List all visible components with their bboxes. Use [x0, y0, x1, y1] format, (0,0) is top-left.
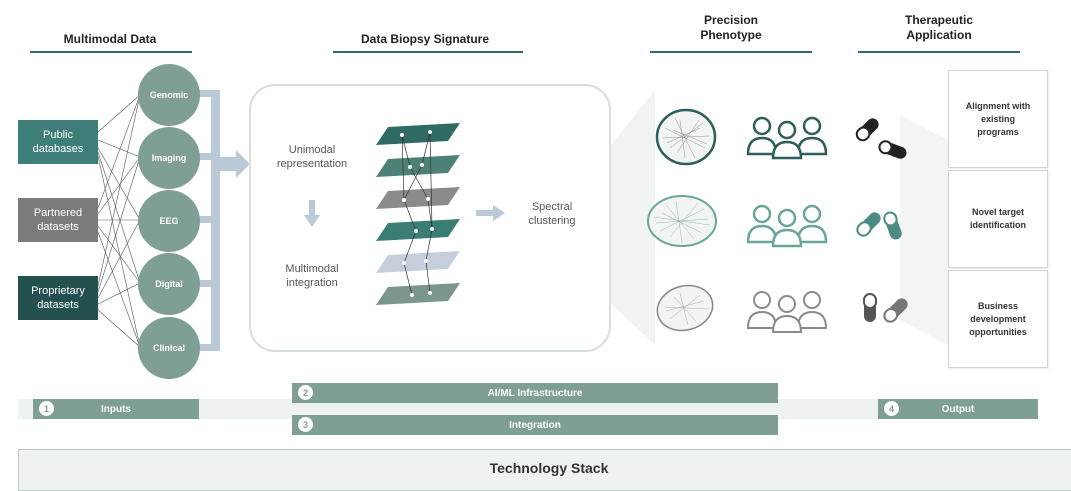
- network-layers: [376, 123, 460, 305]
- people-group-icon: [746, 204, 828, 248]
- source-partnered-datasets: Partnered datasets: [18, 198, 98, 242]
- phenotype-cluster-2: [647, 195, 717, 247]
- people-group-icon: [746, 116, 828, 160]
- modality-digital: Digital: [138, 253, 200, 315]
- ai-ml-infrastructure-label: AI/ML Infrastructure: [487, 387, 583, 399]
- header-underline: [858, 51, 1020, 53]
- phenotype-cluster-1: [655, 108, 717, 166]
- header-multimodal-data: Multimodal Data: [63, 32, 157, 46]
- unimodal-representation-label: Unimodal representation: [262, 143, 362, 171]
- header-data-biopsy-signature: Data Biopsy Signature: [360, 32, 490, 46]
- pill-icon: [855, 118, 907, 159]
- header-therapeutic-line1: Therapeutic: [904, 13, 973, 27]
- source-public-databases: Public databases: [18, 120, 98, 164]
- right-arrow-icon: [476, 205, 505, 221]
- phenotype-cluster-3: [656, 284, 714, 332]
- source-label: datasets: [37, 221, 79, 233]
- application-novel-target-identification: Novel target identification: [948, 170, 1048, 268]
- source-label: Proprietary: [31, 285, 85, 297]
- header-precision-line1: Precision: [703, 13, 759, 27]
- application-business-development: Business development opportunities: [948, 270, 1048, 368]
- source-label: Partnered: [33, 207, 83, 219]
- integration-bar: 3 Integration: [292, 415, 778, 435]
- inputs-bar: 1 Inputs: [33, 399, 199, 419]
- header-precision-line2: Phenotype: [700, 28, 762, 42]
- step-number-badge: 2: [298, 385, 313, 400]
- unimodal-line1: Unimodal: [288, 144, 336, 156]
- modality-imaging: Imaging: [138, 127, 200, 189]
- application-label: Business: [977, 300, 1019, 311]
- technology-stack-footer: Technology Stack: [18, 449, 1071, 491]
- multimodal-line2: integration: [286, 277, 338, 289]
- application-label: opportunities: [969, 326, 1027, 337]
- application-label: Novel target: [971, 207, 1024, 217]
- multimodal-line1: Multimodal: [285, 263, 339, 275]
- ai-ml-infrastructure-bar: 2 AI/ML Infrastructure: [292, 383, 778, 403]
- pill-icon: [863, 293, 908, 323]
- header-therapeutic-line2: Application: [906, 28, 972, 42]
- down-arrow-icon: [304, 200, 320, 227]
- source-label: Public: [43, 129, 73, 141]
- header-underline: [333, 51, 523, 53]
- output-bar: 4 Output: [878, 399, 1038, 419]
- people-group-icon: [746, 291, 828, 333]
- application-alignment-existing-programs: Alignment with existing programs: [948, 70, 1048, 168]
- source-label: datasets: [37, 299, 79, 311]
- inputs-label: Inputs: [101, 403, 131, 415]
- step-number-badge: 1: [39, 401, 54, 416]
- modality-genomic: Genomic: [138, 64, 200, 126]
- unimodal-line2: representation: [276, 158, 348, 170]
- multimodal-integration-label: Multimodal integration: [262, 262, 362, 290]
- step-number-badge: 3: [298, 417, 313, 432]
- header-precision-phenotype: Precision Phenotype: [650, 13, 812, 43]
- stack-band: [18, 399, 1038, 419]
- application-label: programs: [977, 126, 1019, 137]
- application-label: Alignment with: [965, 100, 1031, 111]
- application-label: development: [970, 313, 1026, 324]
- spectral-line1: Spectral: [531, 201, 573, 213]
- output-label: Output: [941, 403, 975, 415]
- source-proprietary-datasets: Proprietary datasets: [18, 276, 98, 320]
- integration-label: Integration: [509, 419, 561, 431]
- header-underline: [650, 51, 812, 53]
- step-number-badge: 4: [884, 401, 899, 416]
- source-modality-connections: [97, 90, 948, 351]
- modality-clinical: Clinical: [138, 317, 200, 379]
- application-label: existing: [980, 113, 1015, 124]
- pill-icon: [856, 211, 902, 240]
- source-label: databases: [32, 143, 84, 155]
- header-therapeutic-application: Therapeutic Application: [858, 13, 1020, 43]
- layered-network-graphic: [376, 123, 460, 305]
- spectral-line2: clustering: [528, 215, 576, 227]
- modality-eeg: EEG: [138, 190, 200, 252]
- spectral-clustering-label: Spectral clustering: [510, 200, 594, 228]
- application-label: identification: [970, 220, 1026, 230]
- header-underline: [30, 51, 192, 53]
